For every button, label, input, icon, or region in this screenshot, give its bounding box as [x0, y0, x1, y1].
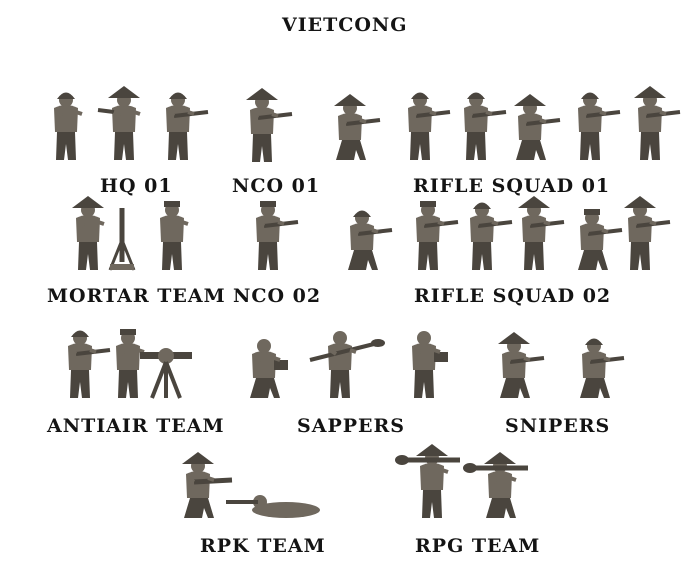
miniature-figure	[348, 210, 393, 270]
miniature-figure	[518, 196, 565, 270]
miniature-figure	[72, 196, 105, 270]
label-sappers: SAPPERS	[297, 415, 406, 437]
miniature-figure	[578, 209, 623, 270]
label-snipers: SNIPERS	[505, 415, 611, 437]
miniature-figure	[226, 495, 320, 518]
miniature-figure	[634, 86, 681, 160]
miniature-figure	[514, 94, 561, 160]
miniature-figure	[250, 339, 288, 398]
miniature-figure	[578, 92, 621, 160]
miniature-figure	[395, 444, 460, 518]
miniature-figure	[408, 92, 451, 160]
page-title: VIETCONG	[282, 14, 408, 36]
miniature-figure	[464, 92, 507, 160]
label-hq01: HQ 01	[100, 175, 173, 197]
miniature-figure	[470, 202, 513, 270]
miniature-figure	[256, 201, 299, 270]
miniature-figure	[498, 332, 545, 398]
miniature-figure	[624, 196, 671, 270]
miniature-figure	[116, 329, 145, 398]
miniature-figure	[140, 348, 192, 399]
miniature-figure	[97, 86, 141, 160]
label-nco02: NCO 02	[233, 285, 322, 307]
label-rifle-squad-01: RIFLE SQUAD 01	[413, 175, 611, 197]
miniature-figure	[160, 201, 189, 270]
label-mortar-team: MORTAR TEAM	[47, 285, 226, 307]
label-antiair-team: ANTIAIR TEAM	[47, 415, 225, 437]
miniature-figure	[416, 201, 459, 270]
miniature-figure	[54, 92, 83, 160]
label-nco01: NCO 01	[232, 175, 321, 197]
miniature-figure	[580, 338, 625, 398]
miniature-figure	[166, 92, 209, 160]
miniature-figure	[246, 88, 293, 162]
miniature-figure	[182, 452, 233, 518]
miniature-figure	[68, 330, 111, 398]
label-rpk-team: RPK TEAM	[200, 535, 326, 557]
miniature-figure	[412, 331, 448, 398]
miniature-figure	[108, 208, 136, 271]
miniature-figure	[334, 94, 381, 160]
miniature-figure	[463, 452, 528, 518]
label-rpg-team: RPG TEAM	[415, 535, 541, 557]
label-rifle-squad-02: RIFLE SQUAD 02	[414, 285, 612, 307]
miniature-figure	[309, 331, 385, 398]
